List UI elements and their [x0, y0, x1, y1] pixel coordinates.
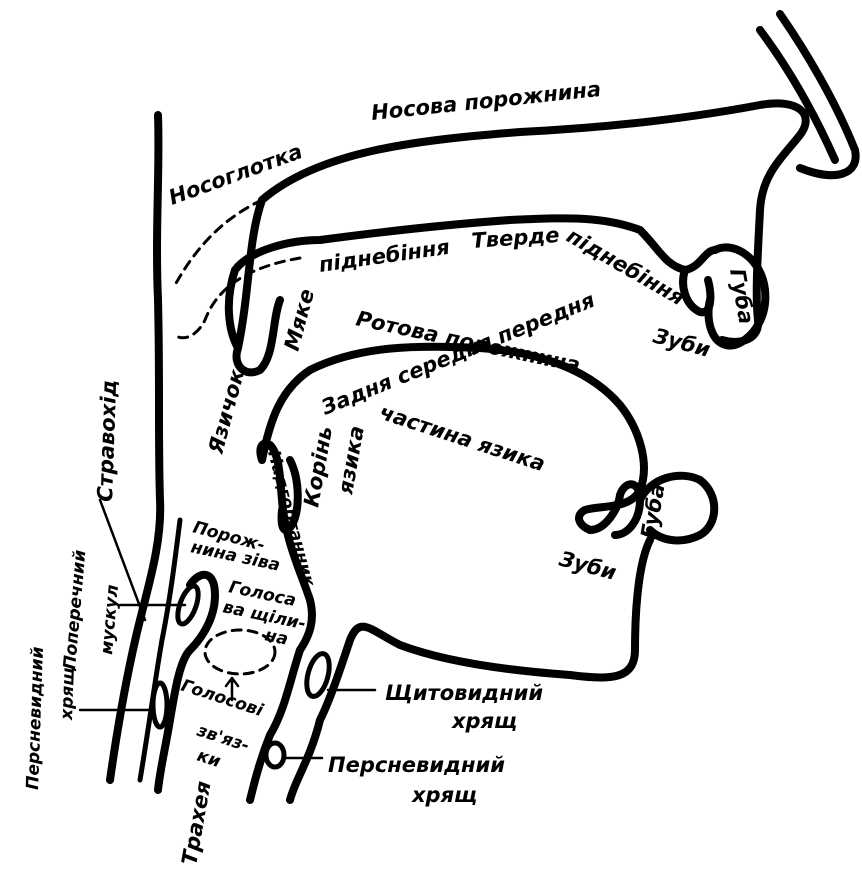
- larynx-right-wall: [250, 650, 300, 800]
- label-uvula: Язичок: [203, 366, 249, 457]
- label-transverse-muscle-1: Поперечний: [60, 549, 90, 670]
- label-tongue-parts-2: частина язика: [376, 400, 548, 476]
- label-tongue-root-2: язика: [333, 424, 369, 497]
- label-esophagus: Стравохід: [93, 379, 121, 502]
- label-cricoid-left-1: Персневидний: [23, 646, 48, 790]
- label-upper-teeth: Зуби: [650, 323, 713, 362]
- label-trachea: Трахея: [177, 779, 215, 867]
- esophagus-front-wall: [140, 520, 180, 780]
- label-lower-teeth: Зуби: [556, 546, 619, 585]
- label-cricoid-right-1: Персневидний: [328, 753, 505, 777]
- label-glottis-3: на: [263, 625, 290, 649]
- label-thyroid-2: хрящ: [451, 709, 517, 733]
- cricoid-cartilage-left: [153, 683, 167, 727]
- label-cricoid-left-2: хрящ: [57, 667, 79, 722]
- label-nasopharynx: Носоглотка: [166, 139, 306, 210]
- label-nasal-cavity: Носова порожнина: [370, 77, 602, 125]
- label-cricoid-right-2: хрящ: [411, 783, 477, 807]
- label-soft-palate-1: Мяке: [280, 286, 319, 353]
- label-thyroid-1: Щитовидний: [385, 681, 543, 705]
- label-tongue-root-1: Корінь: [299, 424, 337, 509]
- label-hard-palate-1: Тверде: [471, 223, 561, 253]
- label-transverse-muscle-2: мускул: [97, 584, 123, 656]
- label-vocal-cords-1: Голосові: [178, 676, 266, 722]
- label-vocal-cords-3: ки: [194, 746, 223, 772]
